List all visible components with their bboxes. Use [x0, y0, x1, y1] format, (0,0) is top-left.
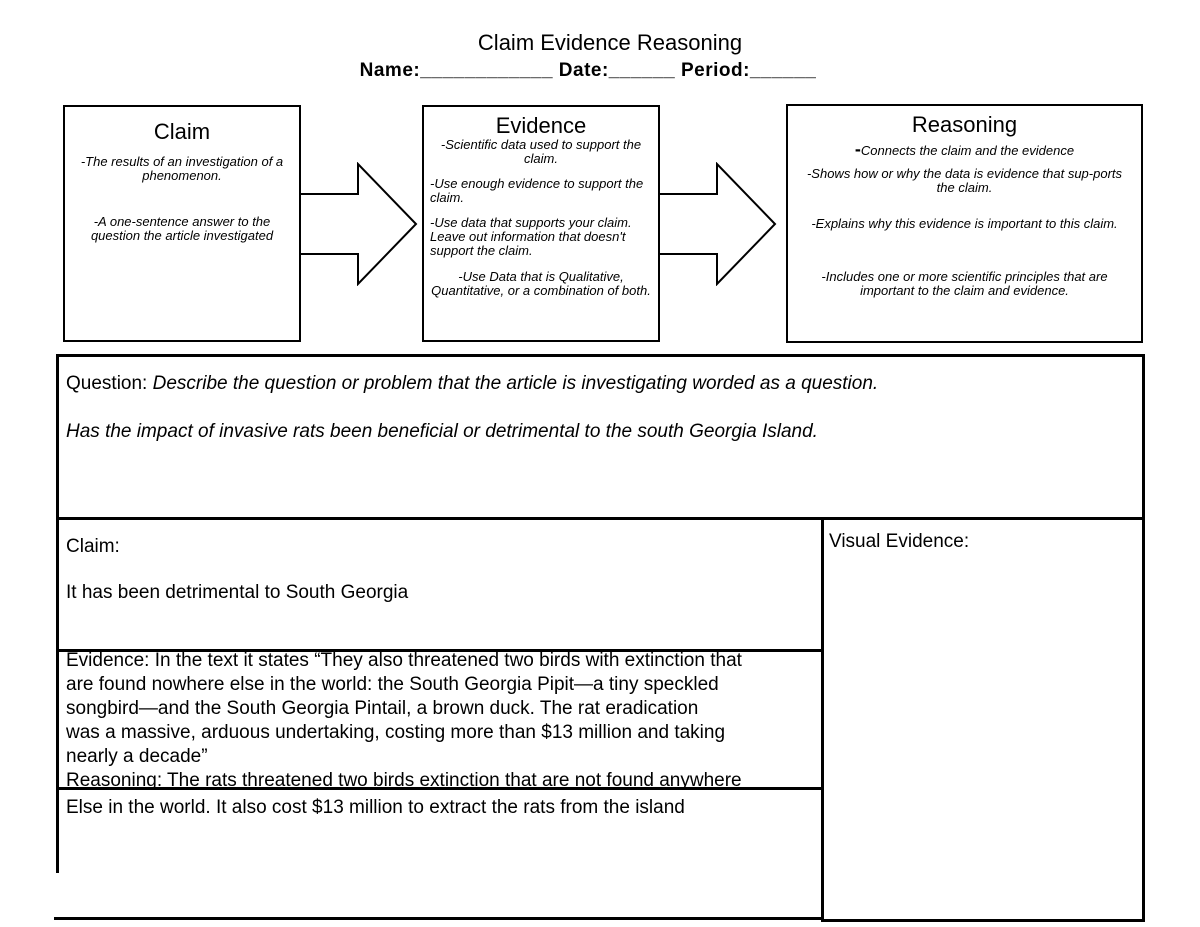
page-title: Claim Evidence Reasoning — [477, 30, 743, 55]
reasoning-card-note: -Includes one or more scientific princip… — [821, 269, 1108, 298]
reasoning-card-title: Reasoning — [911, 112, 1018, 137]
evidence-card: Evidence -Scientific data used to suppor… — [422, 105, 660, 342]
evidence-line: are found nowhere else in the world: the… — [66, 674, 719, 695]
claim-card: Claim -The results of an investigation o… — [63, 105, 301, 342]
visual-evidence-label: Visual Evidence: — [829, 531, 970, 552]
evidence-line: nearly a decade” — [66, 746, 208, 767]
reasoning-line: Reasoning: The rats threatened two birds… — [66, 770, 742, 789]
question-answer: Has the impact of invasive rats been ben… — [66, 421, 818, 442]
evidence-reasoning-area: Evidence: In the text it states “They al… — [56, 651, 821, 789]
reasoning-card: Reasoning -Connects the claim and the ev… — [786, 104, 1143, 343]
claim-card-title: Claim — [153, 119, 211, 144]
evidence-card-title: Evidence — [495, 113, 587, 138]
arrow-evidence-to-reasoning — [657, 162, 777, 286]
evidence-line: Evidence: In the text it states “They al… — [66, 651, 742, 671]
arrow-claim-to-evidence — [298, 162, 418, 286]
reasoning-card-note: -Explains why this evidence is important… — [811, 216, 1118, 231]
question-prompt: Describe the question or problem that th… — [152, 373, 879, 394]
visual-evidence-box — [821, 517, 1145, 922]
evidence-line: was a massive, arduous undertaking, cost… — [66, 722, 726, 743]
claim-box-label: Claim: — [66, 536, 120, 557]
left-border-line — [56, 651, 59, 873]
evidence-card-note: -Use data that supports your claim. Leav… — [430, 215, 632, 258]
reasoning-card-note: -Connects the claim and the evidence — [788, 139, 1141, 159]
reasoning-line: Else in the world. It also cost $13 mill… — [66, 797, 685, 818]
evidence-card-note: -Use Data that is Qualitative, Quantitat… — [431, 269, 651, 298]
claim-box — [56, 517, 824, 652]
reasoning-divider — [56, 787, 824, 790]
evidence-line: songbird—and the South Georgia Pintail, … — [66, 698, 699, 719]
evidence-card-note: -Use enough evidence to support the clai… — [430, 176, 644, 205]
claim-card-note: -A one-sentence answer to the question t… — [90, 214, 274, 243]
question-label: Question: — [66, 373, 153, 394]
claim-card-note: -The results of an investigation of a ph… — [80, 154, 284, 183]
claim-box-text[interactable]: It has been detrimental to South Georgia — [66, 582, 409, 603]
reasoning-dash: - — [854, 139, 861, 159]
reasoning-card-note-text: Connects the claim and the evidence — [860, 143, 1075, 158]
evidence-card-note: -Scientific data used to support the cla… — [440, 137, 642, 166]
reasoning-card-note: -Shows how or why the data is evidence t… — [806, 166, 1123, 195]
bottom-border-line — [54, 917, 824, 920]
name-date-period-line: Name:____________ Date:______ Period:___… — [359, 60, 817, 81]
question-line: Question: Describe the question or probl… — [66, 372, 878, 395]
